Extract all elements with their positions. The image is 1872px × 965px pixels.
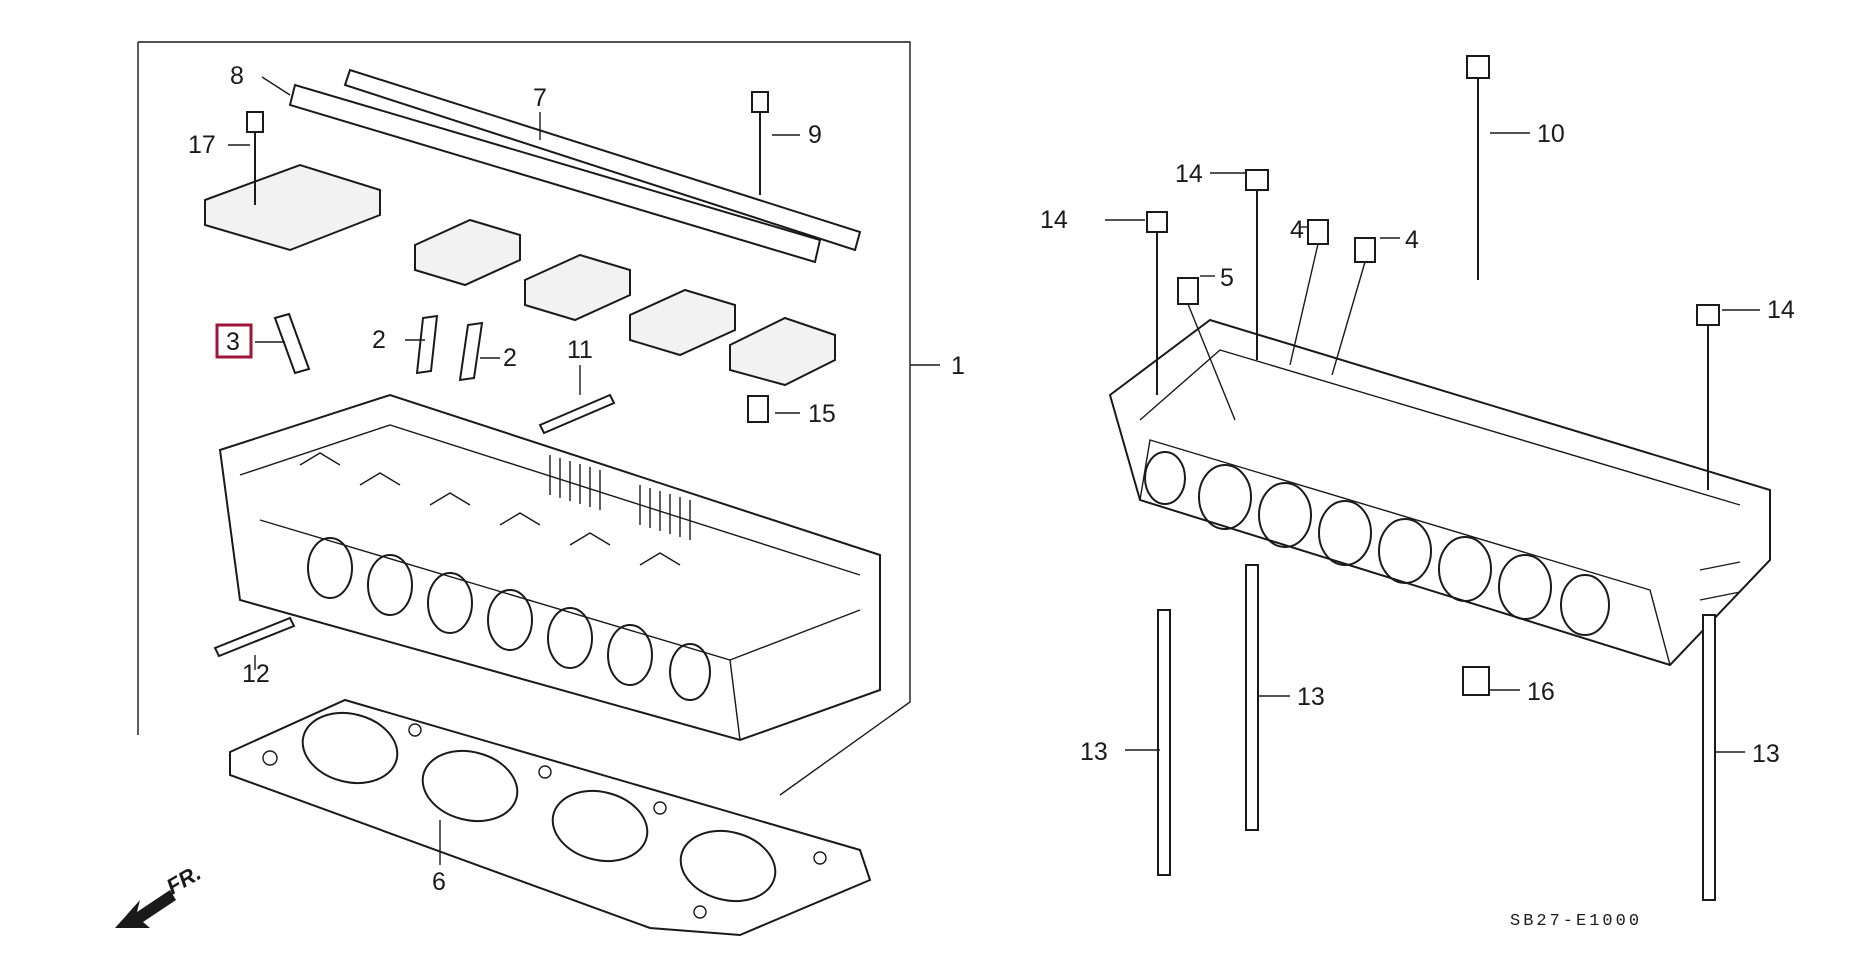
- small-parts-right: [1146, 55, 1720, 901]
- camshaft-holders: [204, 163, 836, 387]
- callout-5[interactable]: 5: [1220, 264, 1234, 292]
- leader-lines-left: [228, 76, 940, 865]
- callout-15[interactable]: 15: [808, 400, 836, 428]
- callout-3-highlight: [215, 323, 253, 359]
- cylinder-head-right: [1108, 318, 1771, 667]
- callout-14-middle[interactable]: 14: [1175, 160, 1203, 188]
- callout-14-left[interactable]: 14: [1040, 206, 1068, 234]
- callout-3[interactable]: 3: [226, 328, 240, 356]
- leader-lines-right: [1105, 132, 1760, 753]
- callout-13-left[interactable]: 13: [1080, 738, 1108, 766]
- callout-14-right[interactable]: 14: [1767, 296, 1795, 324]
- callout-9[interactable]: 9: [808, 121, 822, 149]
- front-arrow-icon: [115, 890, 176, 928]
- callout-2-lower[interactable]: 2: [503, 344, 517, 372]
- callout-13-right[interactable]: 13: [1752, 740, 1780, 768]
- callout-7[interactable]: 7: [533, 84, 547, 112]
- callout-4-right[interactable]: 4: [1405, 226, 1419, 254]
- callout-2-upper[interactable]: 2: [372, 326, 386, 354]
- small-parts-left: [213, 91, 769, 658]
- callout-16[interactable]: 16: [1527, 678, 1555, 706]
- front-direction-indicator: FR.: [115, 860, 205, 928]
- callout-1[interactable]: 1: [951, 352, 965, 380]
- callout-labels: 1 2 2 3 4 4 5 6 7 8 9 10 11 12 13 13 13 …: [188, 62, 1795, 896]
- callout-17[interactable]: 17: [188, 131, 216, 159]
- callout-10[interactable]: 10: [1537, 120, 1565, 148]
- assembly-frame: [137, 41, 911, 796]
- diagram-code: SB27-E1000: [1510, 912, 1642, 931]
- callout-4-left[interactable]: 4: [1290, 216, 1304, 244]
- callout-12[interactable]: 12: [242, 660, 270, 688]
- cylinder-head-left: [218, 393, 881, 742]
- callout-8[interactable]: 8: [230, 62, 244, 90]
- rocker-shafts: [288, 68, 862, 264]
- callout-11[interactable]: 11: [567, 336, 593, 364]
- callout-13-middle[interactable]: 13: [1297, 683, 1325, 711]
- callout-6[interactable]: 6: [432, 868, 446, 896]
- head-gasket: [229, 698, 872, 937]
